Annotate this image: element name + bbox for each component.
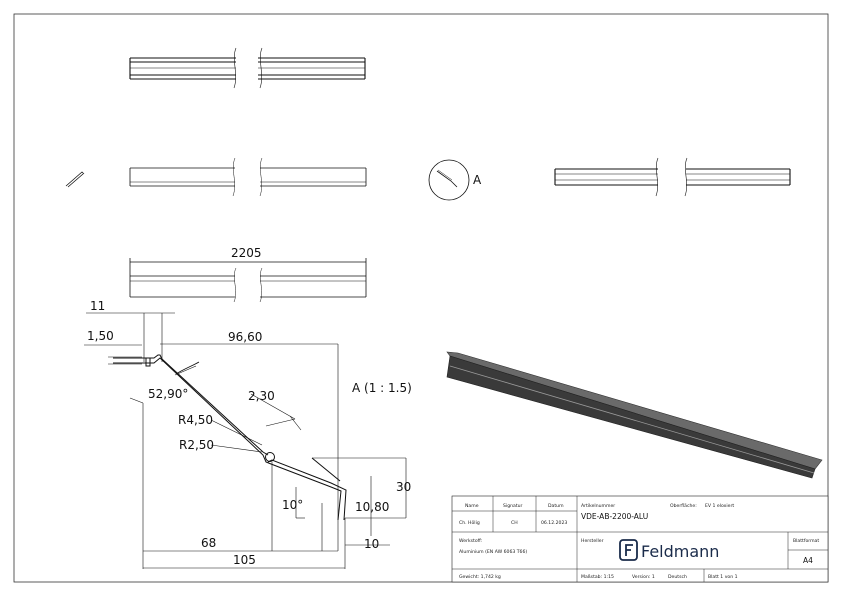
tb-format-label: Blattformat [793, 538, 819, 544]
front-view-strip [129, 157, 367, 197]
dim-angle-52-90: 52,90° [148, 387, 188, 401]
dim-1-50: 1,50 [87, 329, 114, 343]
tb-version: Version: 1 [632, 574, 655, 580]
brand-name: Feldmann [641, 542, 719, 561]
dim-r2-50: R2,50 [179, 438, 214, 452]
drawing-frame [13, 13, 829, 583]
tb-weight: Gewicht: 1,742 kg [459, 574, 501, 580]
feldmann-logo: Feldmann [619, 539, 719, 561]
dim-2-30: 2,30 [248, 389, 275, 403]
tb-name-label: Name [465, 503, 479, 509]
dim-30: 30 [396, 480, 411, 494]
dim-10-80: 10,80 [355, 500, 389, 514]
tb-signature-value: CH [511, 520, 518, 526]
tb-scale: Maßstab: 1:15 [581, 574, 614, 580]
dim-length: 2205 [231, 246, 262, 260]
tb-date-value: 06.12.2023 [541, 520, 567, 526]
side-profile-small [65, 171, 85, 188]
tb-language: Deutsch [668, 574, 687, 580]
section-title: A (1 : 1.5) [352, 381, 412, 395]
dim-angle-10: 10° [282, 498, 303, 512]
right-view-strip [554, 157, 791, 197]
tb-article-label: Artikelnummer [581, 503, 615, 509]
dim-105: 105 [233, 553, 256, 567]
dim-10: 10 [364, 537, 379, 551]
tb-sheet: Blatt 1 von 1 [708, 574, 738, 580]
bottom-view-strip: 2205 [129, 246, 367, 303]
tb-material-label: Werkstoff: [459, 538, 483, 544]
tb-article-value: VDE-AB-2200-ALU [581, 512, 648, 521]
detail-circle-a: A [428, 159, 482, 201]
angle-arc [175, 361, 200, 375]
title-block: Name Signatur Datum Ch. Hölig CH 06.12.2… [451, 495, 829, 583]
dim-11: 11 [90, 299, 105, 313]
tb-manufacturer-label: Hersteller [581, 538, 604, 544]
dim-r4-50: R4,50 [178, 413, 213, 427]
tb-surface-value: EV 1 eloxiert [705, 503, 734, 509]
dim-96-60: 96,60 [228, 330, 262, 344]
tb-format-value: A4 [803, 556, 813, 565]
detail-label: A [473, 173, 482, 187]
tb-signature-label: Signatur [503, 503, 523, 509]
tb-material-value: Aluminium (EN AW 6063 T66) [459, 549, 527, 555]
tb-name-value: Ch. Hölig [459, 520, 480, 526]
isometric-render [446, 351, 823, 479]
dim-68: 68 [201, 536, 216, 550]
top-view-strip [129, 47, 366, 89]
section-a-profile: 11 1,50 96,60 52,90° 2,30 R4,50 R2,50 30… [84, 299, 412, 569]
tb-date-label: Datum [548, 503, 564, 509]
tb-surface-label: Oberfläche: [670, 503, 697, 509]
